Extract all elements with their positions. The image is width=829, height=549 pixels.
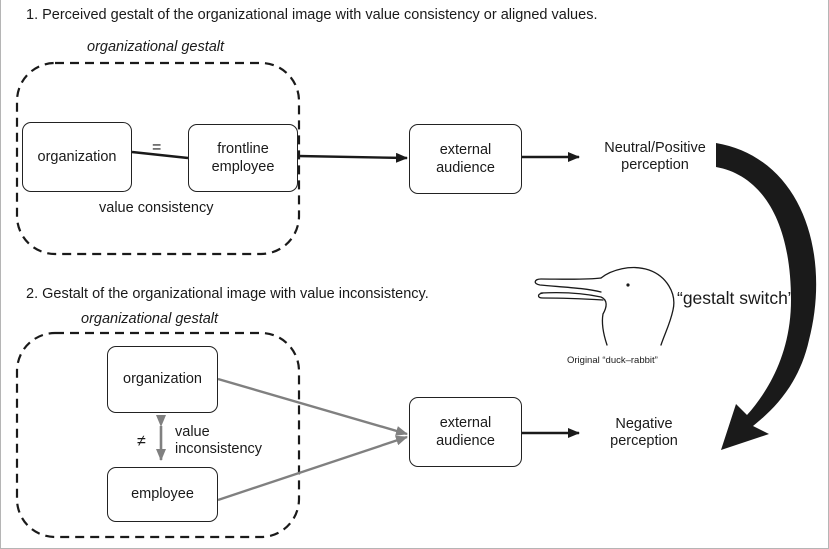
external-audience-box-2: external audience [409,397,522,467]
organizational-gestalt-group-2 [15,331,301,539]
organization-label-2: organization [123,371,202,388]
arrow-employee-to-audience-1 [297,152,408,163]
group-label-2: organizational gestalt [81,311,219,327]
outcome-positive: Neutral/Positive perception [604,140,706,174]
duck-rabbit-figure [534,266,675,346]
external-audience-label-2: external audience [436,414,495,449]
section-2-heading: 2. Gestalt of the organizational image w… [26,286,429,302]
group-label-1: organizational gestalt [87,39,225,55]
gestalt-switch-label: “gestalt switch” [677,288,794,308]
gestalt-switch-arrow [716,143,817,450]
frontline-employee-label: frontline employee [211,140,275,175]
outcome-negative: Negative perception [610,416,678,450]
organization-box-2: organization [107,346,218,413]
external-audience-label-1: external audience [436,141,495,176]
arrow-employee-to-audience-2 [217,435,408,502]
external-audience-box-1: external audience [409,124,522,194]
duck-rabbit-caption: Original “duck–rabbit” [567,355,658,366]
organization-label-1: organization [37,148,117,165]
employee-label: employee [131,486,194,503]
value-consistency-label: value consistency [99,200,214,216]
section-1-heading: 1. Perceived gestalt of the organization… [26,7,598,23]
not-equal-symbol: ≠ [137,433,146,450]
value-inconsistency-label: value inconsistency [175,424,263,458]
organizational-gestalt-group-1 [15,61,301,256]
frontline-employee-box: frontline employee [188,124,298,192]
consistency-connector [131,150,189,160]
organization-box-1: organization [22,122,132,192]
arrow-organization-to-audience-2 [217,377,408,436]
employee-box: employee [107,467,218,522]
equals-symbol: = [152,139,162,156]
